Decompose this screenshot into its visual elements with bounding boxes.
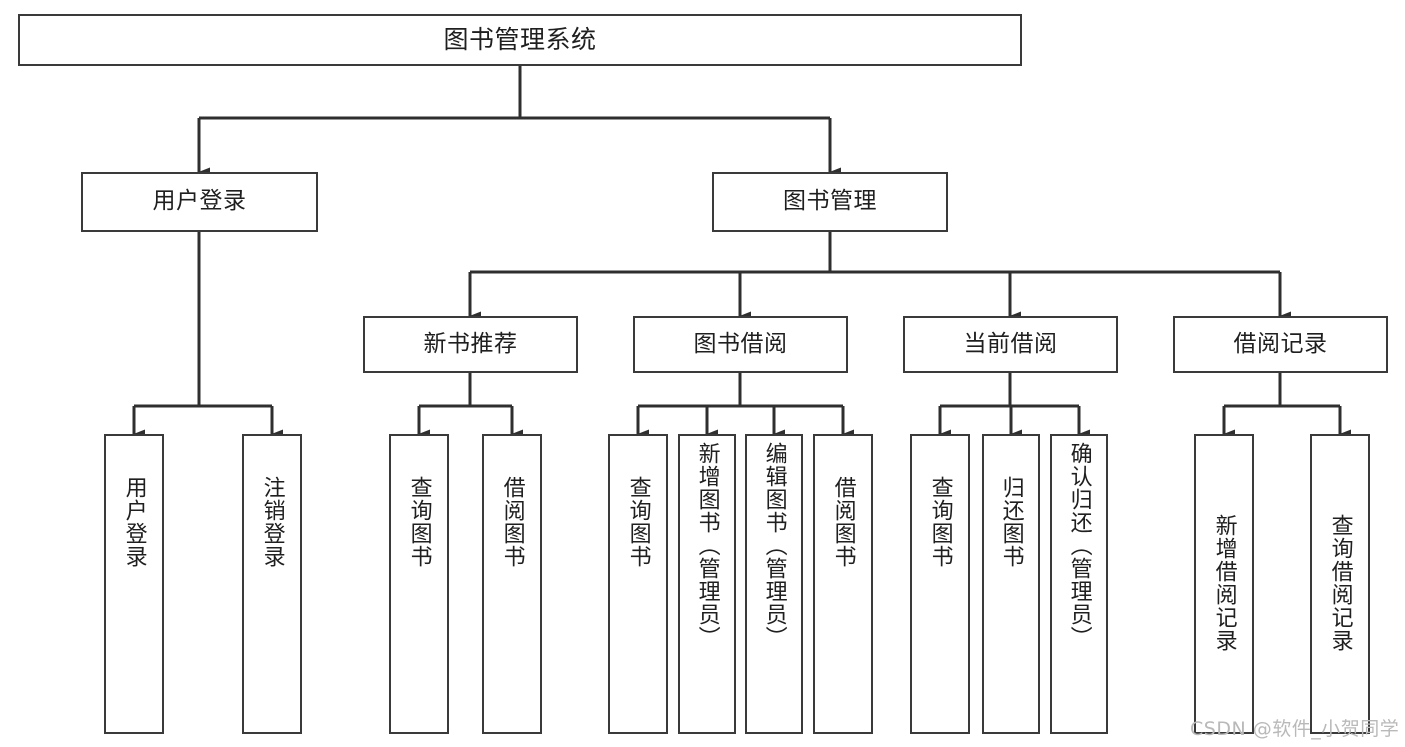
node-leaf-current-2[interactable]: 归还图书	[982, 434, 1040, 734]
node-label-leaf-current-2: 归还图书	[998, 476, 1024, 568]
node-newbook[interactable]: 新书推荐	[363, 316, 578, 373]
node-label-leaf-borrow-1: 查询图书	[625, 476, 651, 568]
node-login[interactable]: 用户登录	[81, 172, 318, 232]
node-current[interactable]: 当前借阅	[903, 316, 1118, 373]
node-label-leaf-newbook-2: 借阅图书	[499, 476, 525, 568]
node-bookmgmt[interactable]: 图书管理	[712, 172, 948, 232]
node-leaf-borrow-1[interactable]: 查询图书	[608, 434, 668, 734]
node-label-leaf-record-1: 新增借阅记录	[1211, 514, 1237, 652]
node-leaf-record-2[interactable]: 查询借阅记录	[1310, 434, 1370, 734]
node-leaf-current-1[interactable]: 查询图书	[910, 434, 970, 734]
node-leaf-current-3[interactable]: 确认归还（管理员）	[1050, 434, 1108, 734]
node-leaf-borrow-3[interactable]: 编辑图书（管理员）	[745, 434, 803, 734]
node-leaf-login-2[interactable]: 注销登录	[242, 434, 302, 734]
node-label-leaf-borrow-3: 编辑图书（管理员）	[761, 442, 787, 649]
node-leaf-newbook-2[interactable]: 借阅图书	[482, 434, 542, 734]
node-label-leaf-current-3: 确认归还（管理员）	[1066, 442, 1092, 649]
node-label-leaf-login-1: 用户登录	[121, 476, 147, 568]
node-leaf-record-1[interactable]: 新增借阅记录	[1194, 434, 1254, 734]
node-leaf-newbook-1[interactable]: 查询图书	[389, 434, 449, 734]
node-record[interactable]: 借阅记录	[1173, 316, 1388, 373]
node-label-leaf-newbook-1: 查询图书	[406, 476, 432, 568]
node-borrow[interactable]: 图书借阅	[633, 316, 848, 373]
node-label-leaf-login-2: 注销登录	[259, 476, 285, 568]
node-leaf-borrow-4[interactable]: 借阅图书	[813, 434, 873, 734]
node-leaf-login-1[interactable]: 用户登录	[104, 434, 164, 734]
node-label-leaf-record-2: 查询借阅记录	[1327, 514, 1353, 652]
edge-layer	[132, 66, 1351, 439]
node-label-record: 借阅记录	[1233, 330, 1328, 357]
node-label-newbook: 新书推荐	[423, 330, 518, 357]
node-label-bookmgmt: 图书管理	[783, 188, 877, 215]
node-label-leaf-borrow-4: 借阅图书	[830, 476, 856, 568]
node-label-root: 图书管理系统	[443, 25, 597, 54]
node-label-leaf-current-1: 查询图书	[927, 476, 953, 568]
node-label-borrow: 图书借阅	[693, 330, 788, 357]
node-label-leaf-borrow-2: 新增图书（管理员）	[694, 442, 720, 649]
node-label-login: 用户登录	[152, 188, 247, 215]
node-label-current: 当前借阅	[963, 330, 1058, 357]
node-leaf-borrow-2[interactable]: 新增图书（管理员）	[678, 434, 736, 734]
node-root[interactable]: 图书管理系统	[18, 14, 1022, 66]
